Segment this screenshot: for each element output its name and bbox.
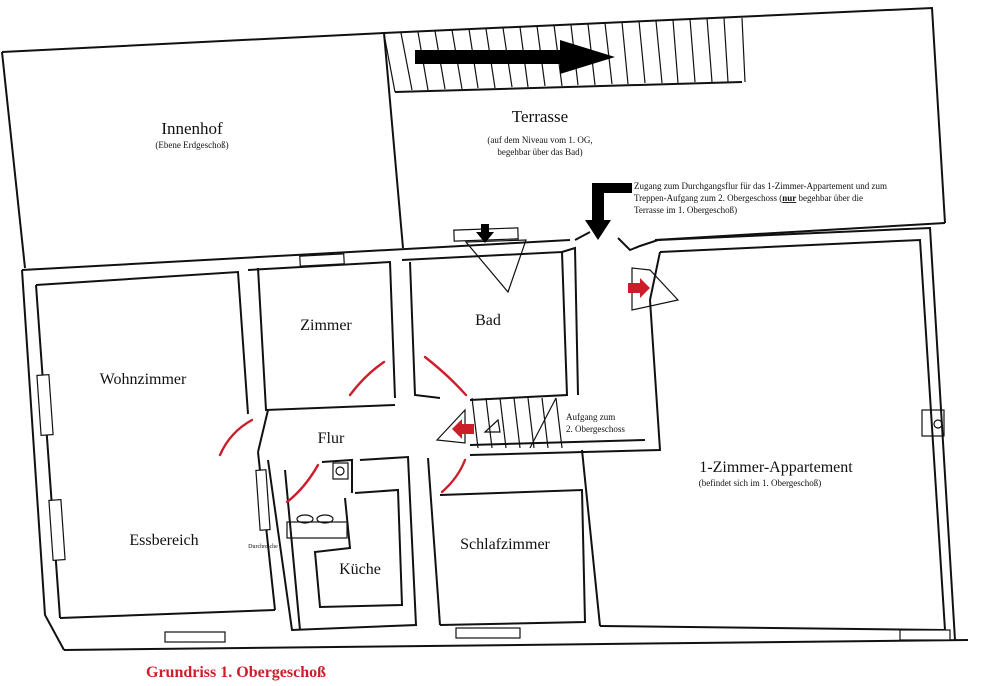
label-terrasse-sub-1: (auf dem Niveau vom 1. OG, <box>487 135 592 145</box>
labels: Innenhof (Ebene Erdgeschoß) Terrasse (au… <box>100 107 887 681</box>
label-wohnzimmer: Wohnzimmer <box>100 371 187 388</box>
note-zugang-2: Treppen-Aufgang zum 2. Obergeschoss (nur… <box>634 193 863 203</box>
note-zugang-3: Terrasse im 1. Obergeschoß) <box>634 205 737 215</box>
note-aufgang-2: 2. Obergeschoss <box>566 424 625 434</box>
label-schlafzimmer: Schlafzimmer <box>460 536 550 553</box>
label-essbereich: Essbereich <box>129 532 198 549</box>
kitchen-sink <box>286 462 349 539</box>
label-appartement: 1-Zimmer-Appartement <box>699 459 853 476</box>
bath-fixture <box>464 239 527 294</box>
label-zimmer: Zimmer <box>300 317 352 334</box>
windows <box>36 227 951 643</box>
label-terrasse: Terrasse <box>512 107 568 126</box>
big-arrow-icon <box>415 40 615 74</box>
chimney <box>921 409 945 437</box>
label-innenhof-sub: (Ebene Erdgeschoß) <box>155 140 228 150</box>
label-appartement-sub: (befindet sich im 1. Obergeschoß) <box>699 478 822 488</box>
door-swings <box>218 355 468 504</box>
inner-stair <box>471 397 563 449</box>
label-innenhof: Innenhof <box>161 119 223 138</box>
note-zugang-1: Zugang zum Durchgangsflur für das 1-Zimm… <box>634 181 887 191</box>
access-arrow-icon <box>585 183 632 240</box>
down-arrow-icon <box>476 224 494 243</box>
house-walls <box>21 226 969 651</box>
red-arrow-icon <box>452 278 650 439</box>
label-flur: Flur <box>318 430 345 447</box>
label-kueche: Küche <box>339 561 381 578</box>
plan-title: Grundriss 1. Obergeschoß <box>146 664 326 681</box>
label-terrasse-sub-2: begehbar über das Bad) <box>497 147 582 157</box>
note-aufgang-1: Aufgang zum <box>566 412 615 422</box>
note-durchreiche: Durchreiche <box>248 544 278 550</box>
label-bad: Bad <box>475 312 501 329</box>
